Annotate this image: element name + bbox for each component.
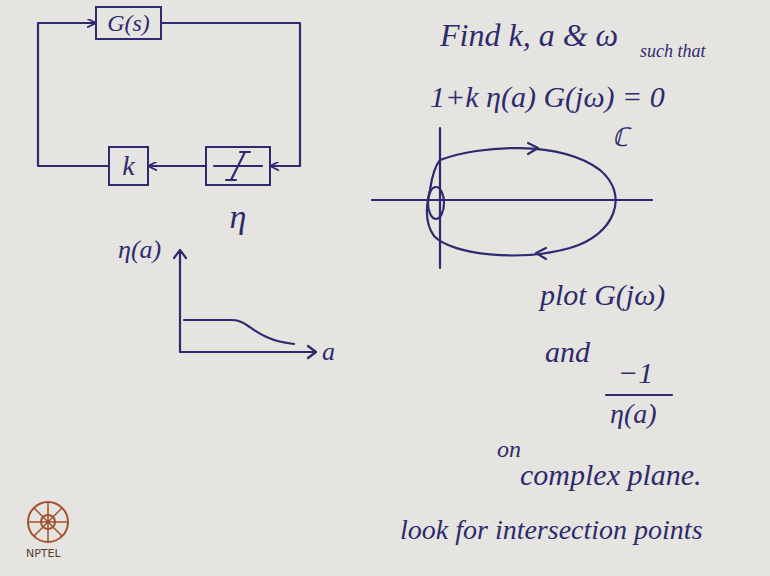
block-name: η <box>230 198 247 235</box>
nyquist-curve <box>427 148 616 255</box>
heading-text: Find k, a & ω <box>440 18 618 53</box>
logo-text: NPTEL <box>26 548 61 560</box>
block-box: G(s) <box>95 6 162 40</box>
block-label: G(s) <box>107 10 150 36</box>
fraction-numerator: −1 <box>618 356 653 389</box>
note-text: look for intersection points <box>400 515 703 546</box>
note-text: such that <box>640 42 706 62</box>
note-text: plot G(jω) <box>540 278 665 311</box>
logo-emblem <box>28 502 68 542</box>
direction-arrow <box>536 248 546 259</box>
fraction-denominator: η(a) <box>610 399 657 430</box>
complex-axes <box>372 128 652 268</box>
fraction-bar <box>606 394 672 396</box>
nonlinearity-box: η <box>205 146 271 186</box>
signal-arrow <box>38 23 108 166</box>
axis-label: a <box>322 338 335 367</box>
logo-emblem <box>28 502 68 542</box>
nonlinearity-symbol <box>214 152 262 180</box>
block-label: k <box>122 151 134 182</box>
equation: 1+k η(a) G(jω) = 0 <box>430 80 665 113</box>
eta-curve <box>184 320 294 344</box>
note-text: complex plane. <box>520 458 702 491</box>
axis-label: η(a) <box>118 236 161 265</box>
signal-arrow <box>149 165 205 167</box>
small-loop <box>428 187 444 219</box>
graph-axes <box>174 250 316 358</box>
signal-arrow <box>162 23 300 166</box>
plane-symbol: ℂ <box>612 124 628 153</box>
block-box: k <box>108 146 149 186</box>
note-text: on <box>497 436 521 462</box>
note-text: and <box>545 335 590 368</box>
direction-arrow <box>528 143 538 154</box>
